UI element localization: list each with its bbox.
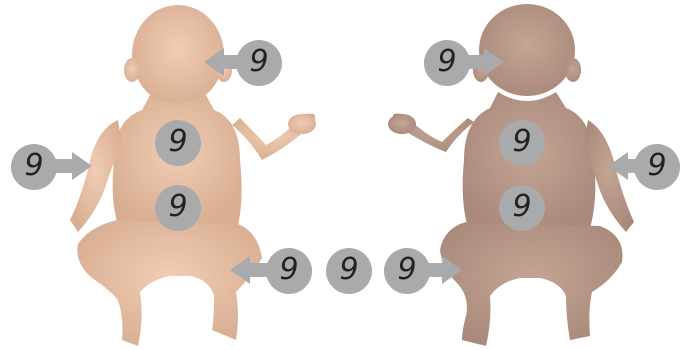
marker-label: 9 <box>512 127 531 157</box>
marker-label: 9 <box>168 192 187 222</box>
marker-label: 9 <box>512 192 531 222</box>
marker-back-upper: 9 <box>499 120 545 166</box>
marker-label: 9 <box>647 151 666 181</box>
marker-front-leg: 9 <box>266 248 312 294</box>
marker-back-lower: 9 <box>499 185 545 231</box>
marker-front-arm: 9 <box>11 144 57 190</box>
marker-front-abdomen: 9 <box>155 185 201 231</box>
marker-back-leg: 9 <box>384 248 430 294</box>
marker-label: 9 <box>437 47 456 77</box>
marker-front-chest: 9 <box>155 120 201 166</box>
marker-label: 9 <box>279 255 298 285</box>
marker-label: 9 <box>24 151 43 181</box>
marker-back-arm: 9 <box>634 144 680 190</box>
marker-back-head: 9 <box>424 40 470 86</box>
marker-front-face: 9 <box>236 40 282 86</box>
marker-center: 9 <box>326 248 372 294</box>
marker-label: 9 <box>397 255 416 285</box>
marker-label: 9 <box>339 255 358 285</box>
marker-label: 9 <box>168 127 187 157</box>
marker-label: 9 <box>249 47 268 77</box>
